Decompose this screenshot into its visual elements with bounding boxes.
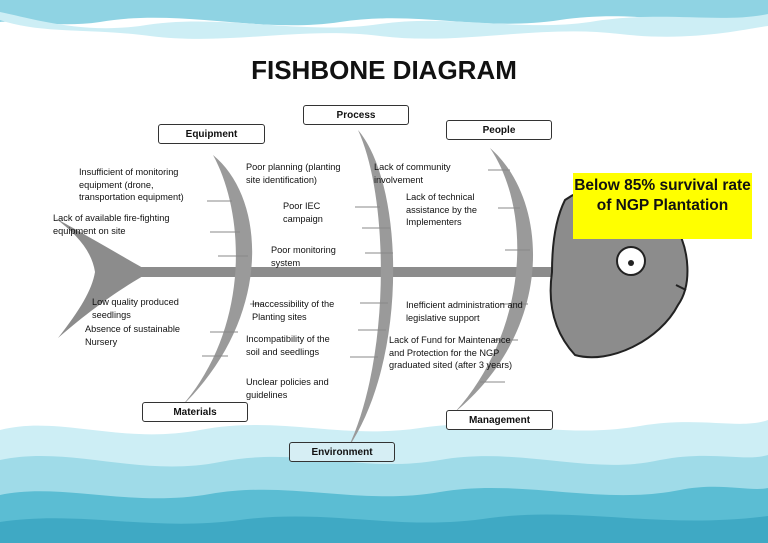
category-equipment: Equipment (158, 124, 265, 144)
bottom-wave-deep (0, 514, 768, 543)
fish-tail (55, 218, 150, 338)
bone-equipment-materials (180, 155, 253, 408)
cause-people-1: Lack of community involvement (374, 162, 451, 185)
cause-materials-2: Absence of sustainable Nursery (85, 324, 181, 347)
cause-environment-2: Incompatibility of the soil and seedling… (246, 334, 330, 357)
category-management: Management (446, 410, 553, 430)
fish-pupil (628, 260, 634, 266)
cause-environment-1: Inaccessibility of the Planting sites (252, 299, 335, 322)
cause-people-2: Lack of technical assistance by the Impl… (406, 192, 477, 227)
page-title: FISHBONE DIAGRAM (251, 55, 517, 85)
cause-process-2: Poor IEC campaign (283, 201, 323, 224)
category-process: Process (303, 105, 409, 125)
cause-materials-1: Low quality produced seedlings (92, 297, 179, 320)
cause-equipment-2: Lack of available fire-fighting equipmen… (53, 213, 170, 236)
cause-management-1: Inefficient administration and legislati… (406, 300, 523, 323)
cause-equipment-1: Insufficient of monitoring equipment (dr… (79, 167, 184, 202)
category-people: People (446, 120, 552, 140)
top-wave-light (0, 12, 768, 39)
cause-process-3: Poor monitoring system (271, 245, 336, 268)
fish-spine (140, 267, 570, 277)
effect-box: Below 85% survival rate of NGP Plantatio… (573, 173, 752, 239)
cause-ticks (202, 169, 530, 383)
category-materials: Materials (142, 402, 248, 422)
cause-process-1: Poor planning (planting site identificat… (246, 162, 341, 185)
fish-gill (675, 284, 687, 291)
cause-environment-3: Unclear policies and guidelines (246, 377, 329, 400)
bone-process-environment (348, 130, 394, 448)
cause-management-2: Lack of Fund for Maintenance and Protect… (389, 335, 513, 370)
category-environment: Environment (289, 442, 395, 462)
top-wave-dark (0, 0, 768, 26)
bone-people-management (455, 148, 534, 412)
